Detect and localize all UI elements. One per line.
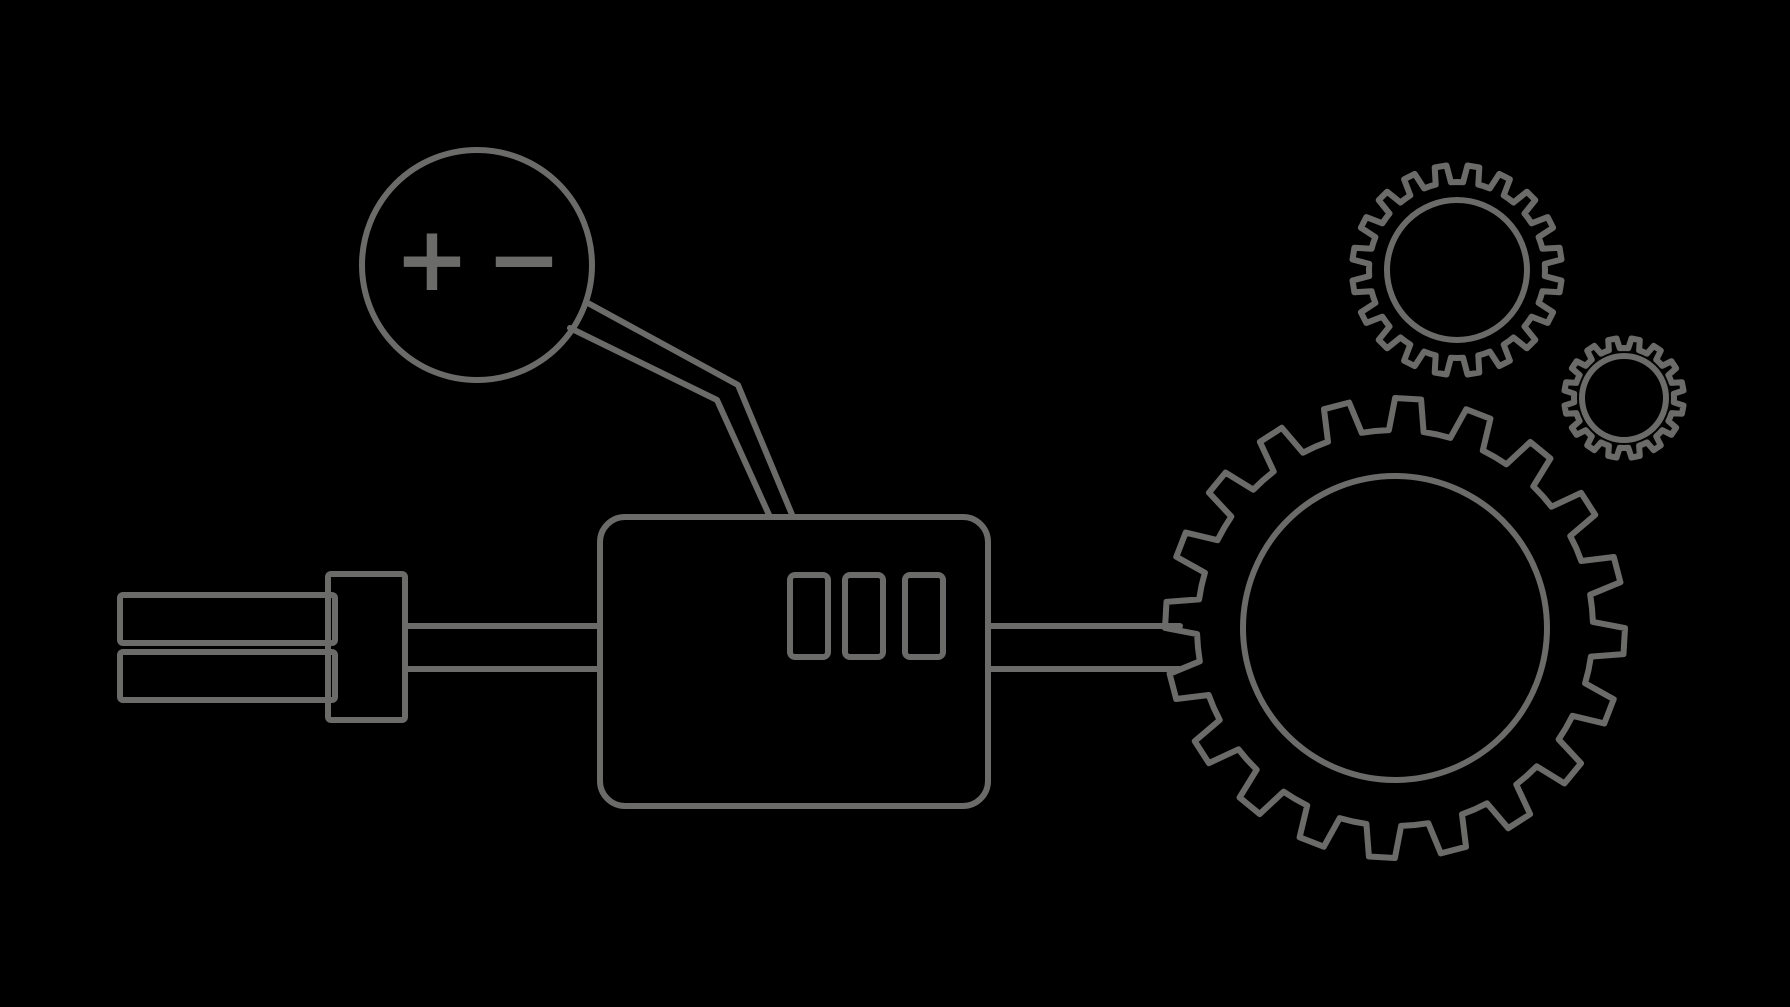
speed-controller-icon — [597, 514, 991, 809]
plug-connector-icon — [117, 571, 408, 723]
small-gear-icon — [1561, 335, 1687, 461]
input-cable — [402, 623, 603, 672]
output-cable — [985, 623, 1183, 672]
battery-plus-symbol: + — [394, 207, 469, 312]
battery-minus-symbol: − — [486, 207, 561, 312]
medium-gear-icon — [1349, 162, 1565, 378]
indicator-led-1 — [787, 572, 831, 660]
battery-polarity-icon: + − — [359, 147, 595, 383]
battery-cable — [567, 299, 796, 520]
indicator-led-2 — [842, 572, 886, 660]
indicator-led-3 — [902, 572, 946, 660]
large-gear-icon — [1162, 395, 1628, 861]
